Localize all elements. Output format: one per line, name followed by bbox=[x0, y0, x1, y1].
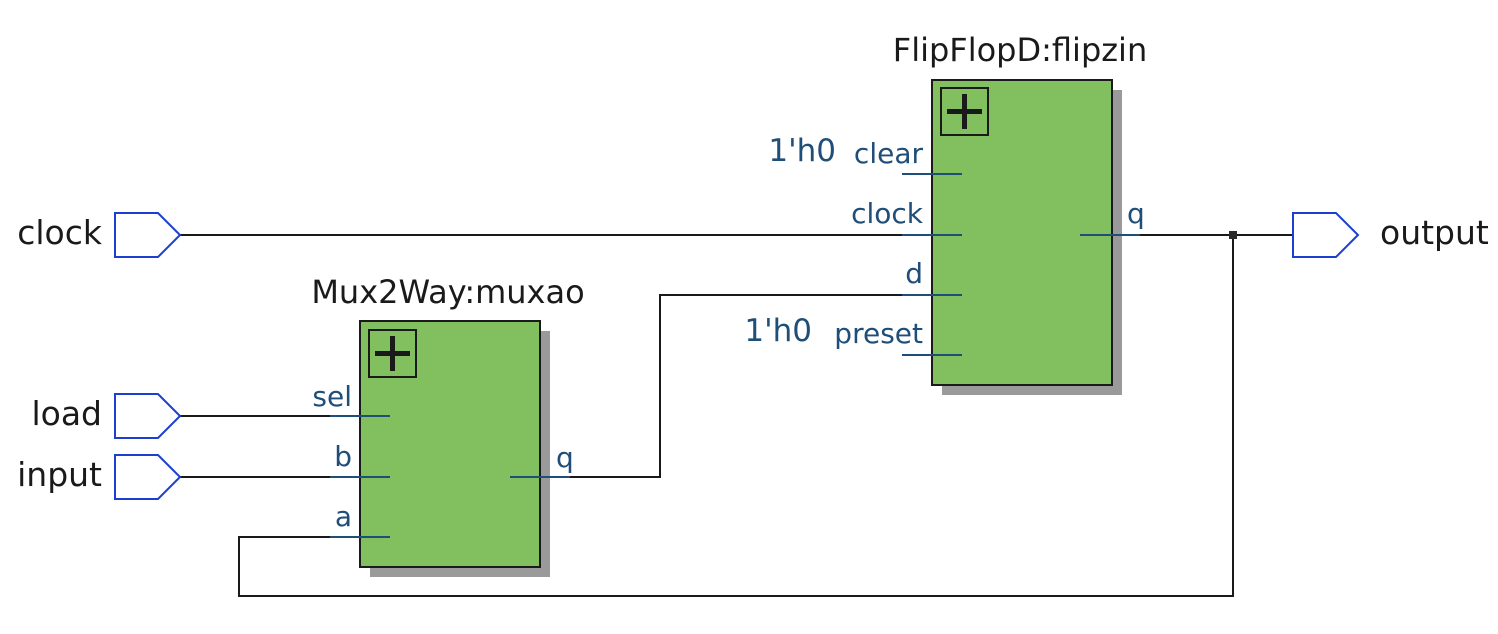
mux-label-q: q bbox=[556, 441, 574, 474]
flipflop-label-clear: clear bbox=[854, 137, 924, 170]
output-port-output[interactable]: output bbox=[1292, 212, 1489, 258]
pentagon-port-icon bbox=[1292, 212, 1360, 258]
input-port-load[interactable]: load bbox=[31, 393, 182, 439]
pentagon-port-icon bbox=[114, 393, 182, 439]
mux-label-a: a bbox=[335, 500, 352, 533]
port-label-output: output bbox=[1380, 213, 1489, 252]
junction-dot bbox=[1229, 231, 1237, 239]
input-port-input[interactable]: input bbox=[17, 454, 182, 500]
pentagon-port-icon bbox=[114, 212, 182, 258]
mux-label-b: b bbox=[334, 440, 352, 473]
input-port-clock[interactable]: clock bbox=[17, 212, 182, 258]
pentagon-port-icon bbox=[114, 454, 182, 500]
flipflop-label-preset: preset bbox=[834, 317, 923, 350]
plus-expand-icon[interactable] bbox=[940, 87, 989, 136]
mux-label-sel: sel bbox=[312, 380, 352, 413]
flipflop-label-clock: clock bbox=[851, 197, 924, 230]
flipflop-label-d: d bbox=[905, 257, 923, 290]
constant-preset: 1'h0 bbox=[744, 313, 812, 349]
constant-clear: 1'h0 bbox=[768, 133, 836, 169]
flipflop-block[interactable]: FlipFlopD:flipzin clear clock d preset q… bbox=[744, 31, 1147, 395]
port-label-clock: clock bbox=[17, 213, 103, 252]
flipflop-title: FlipFlopD:flipzin bbox=[893, 31, 1147, 69]
plus-expand-icon[interactable] bbox=[368, 329, 417, 378]
mux-body bbox=[359, 320, 541, 568]
mux-title: Mux2Way:muxao bbox=[311, 273, 584, 311]
flipflop-label-q: q bbox=[1127, 197, 1145, 230]
port-label-input: input bbox=[17, 455, 102, 494]
wire-mux-q-to-d[interactable] bbox=[540, 294, 932, 478]
mux-block[interactable]: Mux2Way:muxao sel b a q bbox=[311, 273, 585, 577]
wire-feedback[interactable] bbox=[238, 235, 1234, 597]
wires bbox=[180, 231, 1293, 597]
port-label-load: load bbox=[31, 394, 102, 433]
flipflop-body bbox=[931, 79, 1113, 386]
